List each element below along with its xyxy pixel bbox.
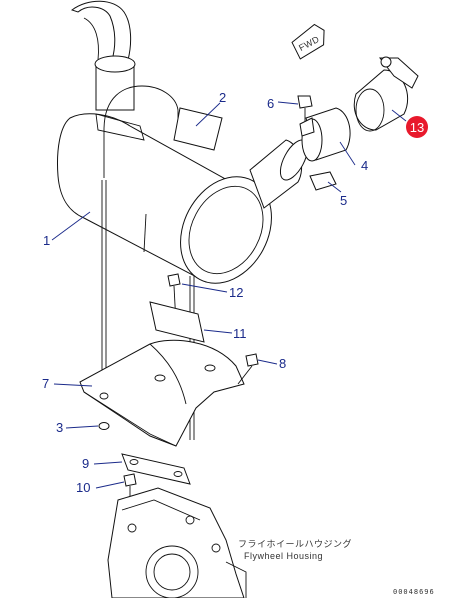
- flywheel-caption-en: Flywheel Housing: [244, 551, 323, 561]
- leader-lines: [51, 101, 407, 489]
- callout-9: 9: [82, 456, 89, 471]
- callout-13: 13: [410, 120, 424, 135]
- callout-10: 10: [76, 480, 90, 495]
- clamp-assembly-13: [353, 56, 419, 132]
- callout-13-badge: 13: [406, 116, 428, 138]
- bracket-7: [79, 339, 245, 447]
- callout-6: 6: [267, 96, 274, 111]
- callout-1: 1: [43, 233, 50, 248]
- callout-8: 8: [279, 356, 286, 371]
- callout-3: 3: [56, 420, 63, 435]
- callout-2: 2: [219, 90, 226, 105]
- callout-4: 4: [361, 158, 368, 173]
- clamp-4: [299, 107, 351, 162]
- fwd-direction-tag: FWD: [291, 23, 325, 60]
- callout-12: 12: [229, 285, 243, 300]
- flywheel-caption-jp: フライホイールハウジング: [238, 538, 352, 549]
- bolt-10: [123, 473, 137, 496]
- muffler-body: [57, 113, 309, 284]
- bolt-8: [237, 353, 259, 385]
- callout-5: 5: [340, 193, 347, 208]
- spacer-5: [309, 171, 337, 191]
- bracket-plate-9: [121, 453, 191, 485]
- callout-11: 11: [233, 326, 247, 341]
- washer-3: [98, 422, 110, 430]
- u-bolt: [103, 85, 223, 253]
- exhaust-elbow-pipe: [70, 0, 136, 111]
- callout-7: 7: [42, 376, 49, 391]
- flywheel-housing: [107, 487, 247, 599]
- plate-11: [149, 301, 205, 343]
- drawing-code: 00048696: [393, 588, 435, 596]
